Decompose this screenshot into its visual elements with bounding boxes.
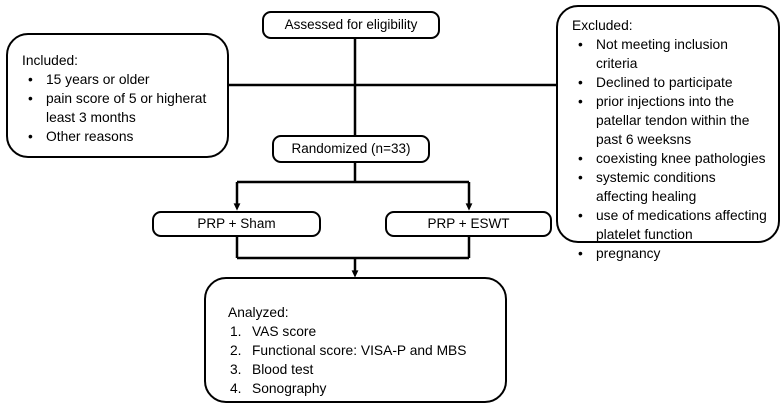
list-item-text: Other reasons: [46, 129, 134, 145]
list-item: • 15 years or older: [22, 70, 217, 89]
node-randomized[interactable]: Randomized (n=33): [272, 135, 430, 163]
bullet-icon: •: [578, 37, 583, 53]
excluded-list: • Not meeting inclusion criteria • Decli…: [572, 35, 770, 263]
node-randomized-label: Randomized (n=33): [291, 141, 411, 157]
list-item-text: Sonography: [252, 381, 327, 397]
bullet-icon: •: [578, 75, 583, 91]
list-item: • prior injections into the patellar ten…: [572, 92, 770, 149]
list-item-text: use of medications affecting platelet fu…: [596, 208, 767, 243]
list-item-text: 15 years or older: [46, 72, 150, 88]
list-number: 1.: [230, 324, 242, 340]
list-item: • systemic conditions affecting healing: [572, 168, 770, 206]
list-item-text: Declined to participate: [596, 75, 733, 91]
bullet-icon: •: [28, 72, 33, 88]
included-list: • 15 years or older • pain score of 5 or…: [22, 70, 217, 146]
list-item-text: Blood test: [252, 362, 314, 378]
bullet-icon: •: [578, 170, 583, 186]
node-arm-prp-eswt[interactable]: PRP + ESWT: [385, 211, 552, 237]
node-arm-prp-eswt-label: PRP + ESWT: [427, 216, 510, 232]
list-item-text: prior injections into the patellar tendo…: [596, 94, 750, 148]
node-excluded[interactable]: Excluded: • Not meeting inclusion criter…: [556, 5, 780, 261]
bullet-icon: •: [578, 208, 583, 224]
list-item: • pregnancy: [572, 244, 770, 263]
list-item: 4. Sonography: [228, 379, 495, 398]
list-item: • pain score of 5 or higherat least 3 mo…: [22, 89, 217, 127]
list-item: • coexisting knee pathologies: [572, 149, 770, 168]
list-number: 4.: [230, 381, 242, 397]
node-assessed-for-eligibility[interactable]: Assessed for eligibility: [262, 11, 440, 39]
list-item-text: pregnancy: [596, 246, 661, 262]
node-assessed-label: Assessed for eligibility: [284, 17, 418, 33]
node-included[interactable]: Included: • 15 years or older • pain sco…: [6, 33, 229, 158]
analyzed-heading: Analyzed:: [228, 305, 289, 320]
list-item-text: VAS score: [252, 324, 317, 340]
analyzed-list: 1. VAS score 2. Functional score: VISA-P…: [228, 322, 495, 398]
list-item: • Other reasons: [22, 127, 217, 146]
list-item-text: systemic conditions affecting healing: [596, 170, 716, 205]
bullet-icon: •: [28, 129, 33, 145]
list-item: • use of medications affecting platelet …: [572, 206, 770, 244]
node-arm-prp-sham[interactable]: PRP + Sham: [152, 211, 321, 237]
bullet-icon: •: [28, 91, 33, 107]
list-number: 2.: [230, 343, 242, 359]
node-arm-prp-sham-label: PRP + Sham: [197, 216, 276, 232]
node-analyzed[interactable]: Analyzed: 1. VAS score 2. Functional sco…: [204, 277, 507, 403]
list-item: 2. Functional score: VISA-P and MBS: [228, 341, 495, 360]
bullet-icon: •: [578, 246, 583, 262]
list-item: • Declined to participate: [572, 73, 770, 92]
list-item: • Not meeting inclusion criteria: [572, 35, 770, 73]
excluded-heading: Excluded:: [572, 18, 633, 33]
list-item-text: Not meeting inclusion criteria: [596, 37, 728, 72]
list-item: 3. Blood test: [228, 360, 495, 379]
bullet-icon: •: [578, 94, 583, 110]
list-item-text: pain score of 5 or higherat least 3 mont…: [46, 91, 207, 126]
list-item-text: coexisting knee pathologies: [596, 151, 766, 167]
list-item-text: Functional score: VISA-P and MBS: [252, 343, 467, 359]
included-heading: Included:: [22, 53, 78, 68]
list-number: 3.: [230, 362, 242, 378]
bullet-icon: •: [578, 151, 583, 167]
list-item: 1. VAS score: [228, 322, 495, 341]
